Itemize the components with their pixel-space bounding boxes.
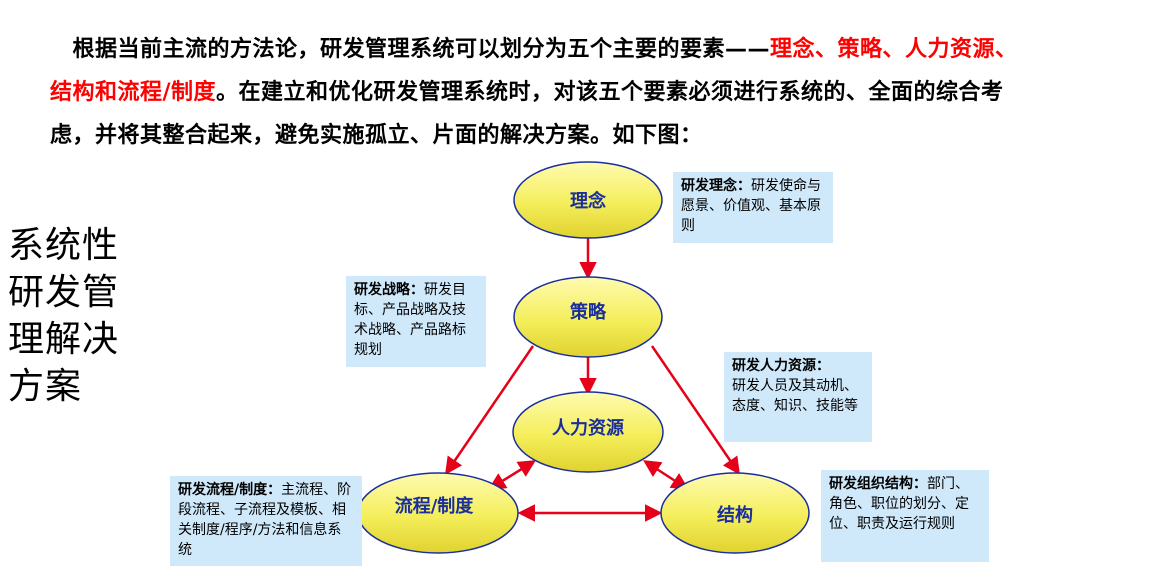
- node-hr-label: 人力资源: [552, 417, 624, 439]
- note-structure: 研发组织结构：部门、角色、职位的划分、定位、职责及运行规则: [821, 470, 989, 562]
- note-strategy-heading: 研发战略：: [354, 282, 424, 298]
- side-title-line: 方案: [8, 366, 83, 407]
- note-hr: 研发人力资源： 研发人员及其动机、态度、知识、技能等: [724, 352, 872, 442]
- intro-line-1: 根据当前主流的方法论，研发管理系统可以划分为五个主要的要素——理念、策略、人力资…: [50, 28, 1160, 71]
- intro-line-2: 结构和流程/制度。在建立和优化研发管理系统时，对该五个要素必须进行系统的、全面的…: [50, 71, 1160, 114]
- note-hr-heading: 研发人力资源：: [732, 358, 830, 374]
- node-process-label: 流程/制度: [395, 495, 475, 517]
- side-title-line: 研发管: [8, 272, 120, 313]
- node-idea: 理念: [513, 161, 663, 239]
- note-process: 研发流程/制度：主流程、阶段流程、子流程及模板、相关制度/程序/方法和信息系统: [170, 476, 362, 566]
- intro-highlight: 结构和流程/制度: [50, 80, 217, 105]
- intro-line-3: 虑，并将其整合起来，避免实施孤立、片面的解决方案。如下图：: [50, 114, 1160, 157]
- note-strategy-body: 研发目标、产品战略及技术战略、产品路标规划: [354, 282, 466, 358]
- intro-text: 根据当前主流的方法论，研发管理系统可以划分为五个主要的要素——: [72, 37, 771, 62]
- note-strategy: 研发战略：研发目标、产品战略及技术战略、产品路标规划: [346, 276, 486, 367]
- node-idea-label: 理念: [570, 190, 606, 212]
- note-idea-body: 研发使命与愿景、价值观、基本原则: [681, 178, 821, 234]
- intro-text: 。在建立和优化研发管理系统时，对该五个要素必须进行系统的、全面的综合考: [216, 80, 1004, 105]
- intro-highlight: 理念、策略、人力资源、: [770, 37, 1018, 62]
- arrow-strategy-to-structure: [650, 345, 740, 475]
- intro-text: 虑，并将其整合起来，避免实施孤立、片面的解决方案。如下图：: [50, 123, 703, 148]
- note-process-heading: 研发流程/制度：: [178, 482, 282, 498]
- side-title-line: 系统性: [8, 225, 120, 266]
- node-hr: 人力资源: [512, 391, 664, 473]
- arrow-hr-structure: [643, 460, 689, 490]
- note-idea-heading: 研发理念：: [681, 178, 751, 194]
- note-idea: 研发理念：研发使命与愿景、价值观、基本原则: [673, 172, 833, 243]
- arrow-strategy-to-process: [445, 345, 535, 475]
- arrow-hr-process: [488, 460, 536, 490]
- note-hr-body: 研发人员及其动机、态度、知识、技能等: [732, 378, 858, 414]
- node-strategy-label: 策略: [570, 301, 607, 323]
- node-strategy: 策略: [513, 276, 663, 358]
- node-structure-label: 结构: [717, 504, 753, 526]
- side-title-line: 理解决: [8, 319, 120, 360]
- intro-paragraph: 根据当前主流的方法论，研发管理系统可以划分为五个主要的要素——理念、策略、人力资…: [50, 28, 1160, 157]
- note-structure-heading: 研发组织结构：: [829, 476, 927, 492]
- node-process: 流程/制度: [357, 472, 519, 554]
- note-process-body: 主流程、阶段流程、子流程及模板、相关制度/程序/方法和信息系统: [178, 482, 352, 558]
- side-title: 系统性 研发管 理解决 方案: [8, 222, 138, 410]
- node-structure: 结构: [660, 472, 810, 554]
- note-structure-body: 部门、角色、职位的划分、定位、职责及运行规则: [829, 476, 969, 532]
